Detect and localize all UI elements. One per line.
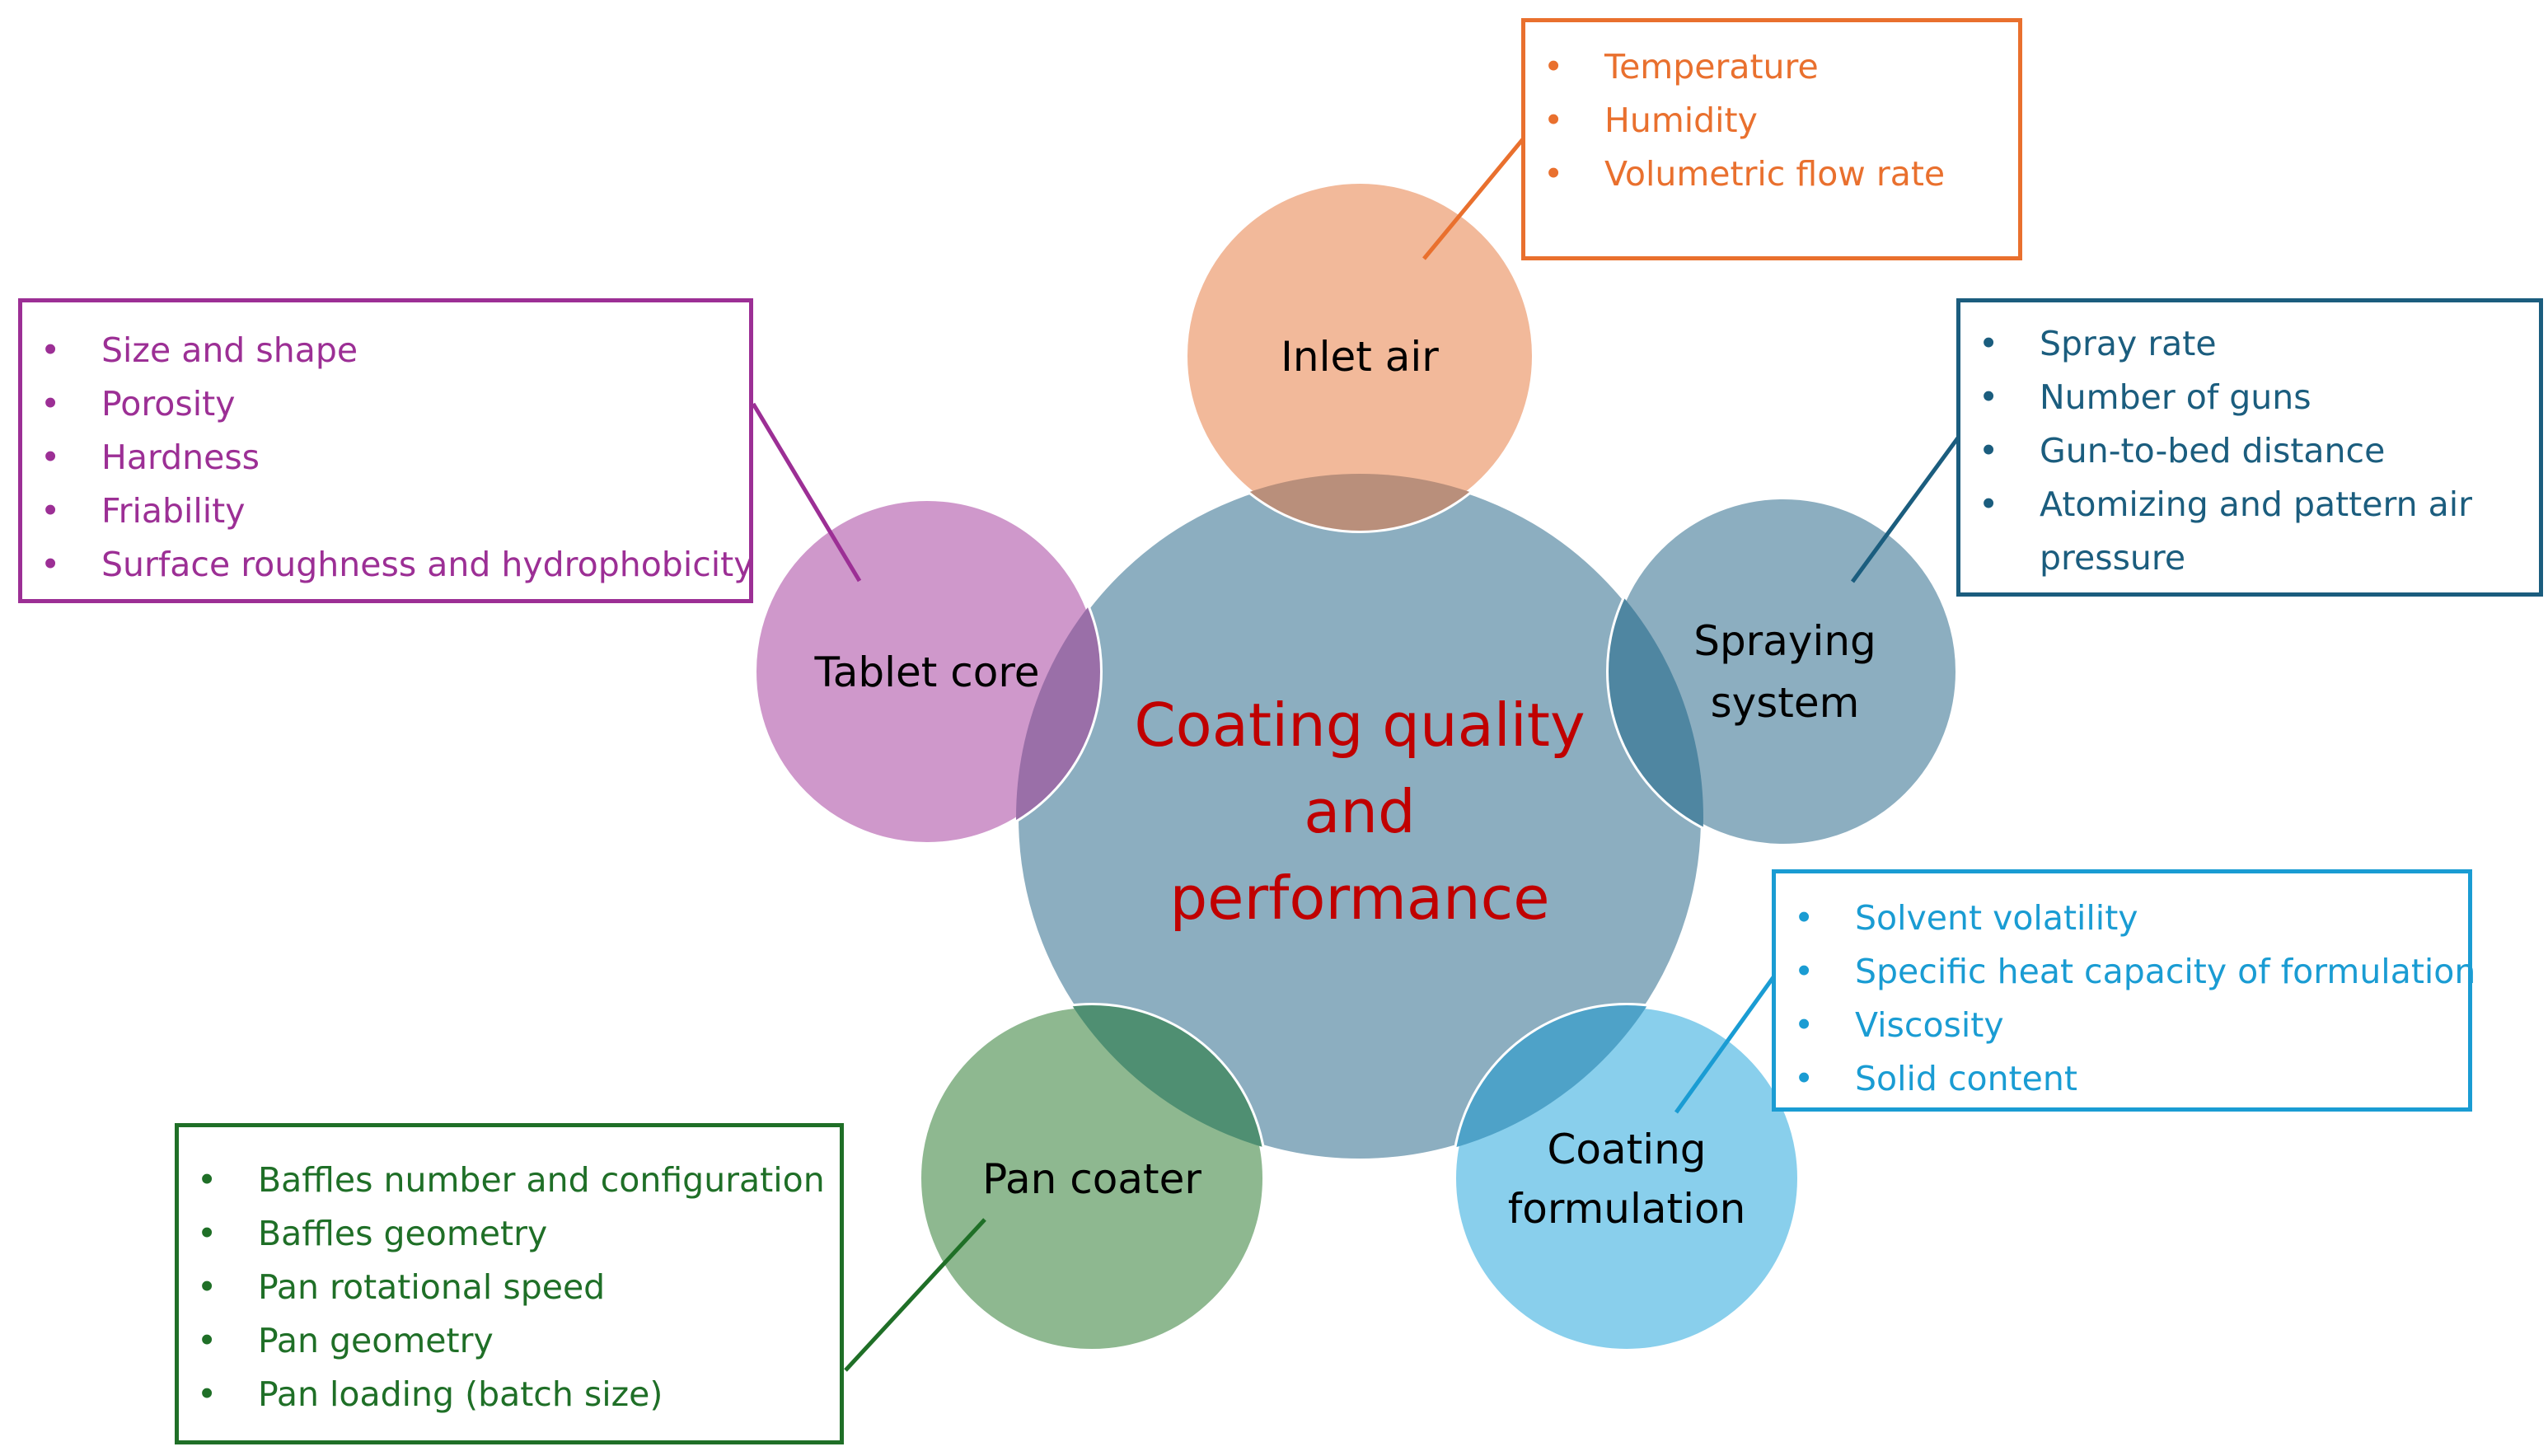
pan-coater-list: Baffles number and configuration Baffles… xyxy=(179,1154,840,1421)
inlet-air-connector xyxy=(1422,124,1536,260)
center-label-line3: performance xyxy=(1169,864,1549,933)
list-item: Volumetric flow rate xyxy=(1525,147,2018,201)
list-item: Pan geometry xyxy=(179,1314,840,1368)
tablet-core-list: Size and shape Porosity Hardness Friabil… xyxy=(22,324,754,592)
spraying-system-label-line2: system xyxy=(1711,679,1860,727)
coating-formulation-box: Solvent volatility Specific heat capacit… xyxy=(1772,869,2475,1112)
coating-formulation-list: Solvent volatility Specific heat capacit… xyxy=(1776,892,2475,1106)
spraying-system-list: Spray rate Number of guns Gun-to-bed dis… xyxy=(1960,317,2539,585)
list-item: Friability xyxy=(22,485,749,538)
list-item: Baffles geometry xyxy=(179,1207,840,1261)
spraying-system-label-line1: Spraying xyxy=(1693,617,1876,665)
pan-coater-label: Pan coater xyxy=(982,1155,1201,1203)
inlet-air-list: Temperature Humidity Volumetric flow rat… xyxy=(1525,40,2018,201)
pan-overlap xyxy=(1016,1005,1265,1161)
list-item: Pan rotational speed xyxy=(179,1261,840,1314)
list-item: Spray rate xyxy=(1960,317,2539,371)
inlet-air-box: Temperature Humidity Volumetric flow rat… xyxy=(1521,18,2022,260)
pan-coater-box: Baffles number and configuration Baffles… xyxy=(175,1123,844,1444)
list-item: Surface roughness and hydrophobicity xyxy=(22,538,754,592)
spraying-system-box: Spray rate Number of guns Gun-to-bed dis… xyxy=(1956,298,2543,597)
tablet-core-box: Size and shape Porosity Hardness Friabil… xyxy=(18,298,754,603)
tablet-core-label: Tablet core xyxy=(813,648,1039,696)
center-label-line2: and xyxy=(1304,777,1415,846)
coating-formulation-connector xyxy=(1674,964,1784,1114)
list-item: Gun-to-bed distance xyxy=(1960,424,2539,478)
spraying-system-connector xyxy=(1850,414,1977,583)
inlet-air-label: Inlet air xyxy=(1281,333,1439,381)
list-item: Number of guns xyxy=(1960,371,2539,424)
center-label-line1: Coating quality xyxy=(1134,691,1585,760)
list-item: Solid content xyxy=(1776,1052,2468,1106)
list-item: Pan loading (batch size) xyxy=(179,1368,840,1421)
pan-coater-connector xyxy=(844,1218,986,1372)
formulation-overlap xyxy=(1454,1005,1703,1161)
list-item: Size and shape xyxy=(22,324,749,377)
list-item: Temperature xyxy=(1525,40,2018,94)
list-item: Humidity xyxy=(1525,94,2018,147)
coating-formulation-label-line2: formulation xyxy=(1508,1185,1746,1233)
tablet-core-connector xyxy=(751,402,862,583)
list-item: Hardness xyxy=(22,431,749,485)
list-item: Viscosity xyxy=(1776,999,2468,1052)
list-item: Porosity xyxy=(22,377,749,431)
list-item: Specific heat capacity of formulation xyxy=(1776,945,2475,999)
coating-formulation-label-line1: Coating xyxy=(1547,1126,1706,1173)
list-item: Atomizing and pattern air pressure xyxy=(1960,478,2539,585)
list-item: Solvent volatility xyxy=(1776,892,2468,945)
list-item: Baffles number and configuration xyxy=(179,1154,840,1207)
